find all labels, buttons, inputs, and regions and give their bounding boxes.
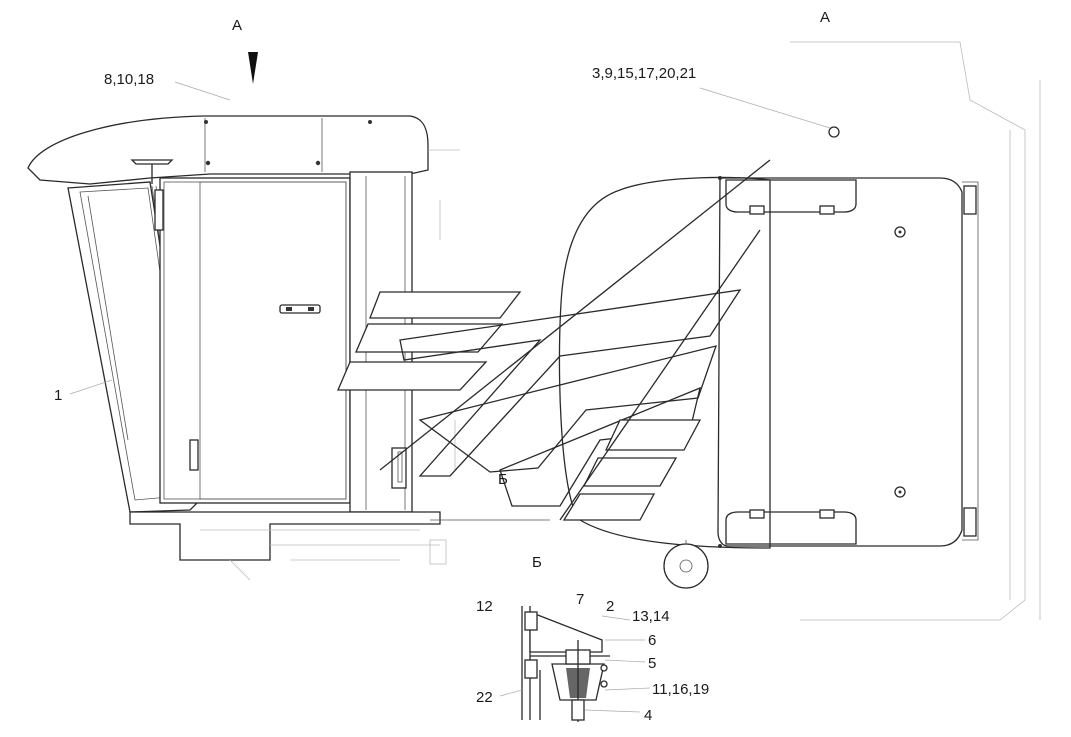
view-label-a-right: А [820, 9, 830, 26]
callout-1: 1 [54, 387, 62, 404]
detail-label-b: Б [498, 471, 508, 488]
cab-side-view [27, 52, 500, 581]
callout-2: 2 [606, 598, 614, 615]
detail-b-section [521, 606, 610, 722]
callout-6: 6 [648, 632, 656, 649]
cab-top-view [558, 41, 1041, 621]
callout-8-10-18: 8,10,18 [104, 71, 154, 88]
callout-3-9-15-17-20-21: 3,9,15,17,20,21 [592, 65, 696, 82]
callout-4: 4 [644, 707, 652, 724]
view-arrow-a [248, 52, 258, 84]
callout-11-16-19: 11,16,19 [652, 681, 709, 698]
callout-7: 7 [576, 591, 584, 608]
stripe-graphic [337, 159, 771, 521]
callout-5: 5 [648, 655, 656, 672]
detail-title-b: Б [532, 554, 542, 571]
callout-22: 22 [476, 689, 493, 706]
callout-13-14: 13,14 [632, 608, 670, 625]
leader-lines [69, 81, 831, 713]
view-label-a-left: А [232, 17, 242, 34]
callout-12: 12 [476, 598, 493, 615]
